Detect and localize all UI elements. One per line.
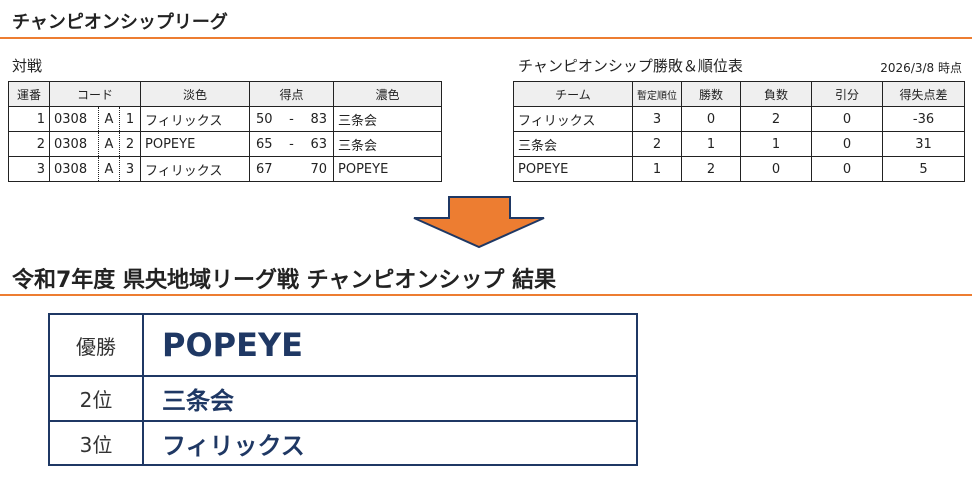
match-group: A <box>98 156 120 182</box>
table-row: 三条会 2 1 1 0 31 <box>513 131 965 157</box>
col-header: 負数 <box>740 81 812 107</box>
table-row: 2 0308 A 2 POPEYE 65-63 三条会 <box>8 131 442 157</box>
match-code: 0308 <box>49 131 99 157</box>
dark-team: POPEYE <box>333 156 442 182</box>
draws: 0 <box>811 106 883 132</box>
wins: 0 <box>681 106 741 132</box>
wins: 2 <box>681 156 741 182</box>
result-title: 令和7年度 県央地域リーグ戦 チャンピオンシップ 結果 <box>12 268 557 293</box>
dark-team: 三条会 <box>333 131 442 157</box>
match-no: 2 <box>8 131 50 157</box>
score: 50-83 <box>249 106 334 132</box>
down-arrow-icon <box>413 196 545 249</box>
col-header: 勝数 <box>681 81 741 107</box>
title-divider <box>0 37 972 39</box>
table-row: 3 0308 A 3 フィリックス 67 70 POPEYE <box>8 156 442 182</box>
col-header: 淡色 <box>140 81 250 107</box>
rank: 3 <box>632 106 682 132</box>
col-header: 暫定順位 <box>632 81 682 107</box>
matches-title: 対戦 <box>12 57 43 75</box>
point-diff: 31 <box>882 131 965 157</box>
col-header: 得失点差 <box>882 81 965 107</box>
result-table: 優勝 POPEYE 2位 三条会 3位 フィリックス <box>48 313 638 466</box>
placement-label: 優勝 <box>48 313 144 377</box>
team-name: POPEYE <box>513 156 633 182</box>
match-code: 0308 <box>49 156 99 182</box>
score: 65-63 <box>249 131 334 157</box>
match-no: 1 <box>8 106 50 132</box>
champion-team: POPEYE <box>142 313 638 377</box>
rank: 1 <box>632 156 682 182</box>
point-diff: -36 <box>882 106 965 132</box>
match-seq: 3 <box>119 156 141 182</box>
dark-team: 三条会 <box>333 106 442 132</box>
rank: 2 <box>632 131 682 157</box>
page-title: チャンピオンシップリーグ <box>12 12 228 33</box>
score-sep: - <box>289 111 294 127</box>
placement-label: 3位 <box>48 420 144 466</box>
score: 67 70 <box>249 156 334 182</box>
col-header: 濃色 <box>333 81 442 107</box>
score-b: 83 <box>310 111 327 127</box>
col-header: コード <box>49 81 141 107</box>
standings-table: チーム 暫定順位 勝数 負数 引分 得失点差 フィリックス 3 0 2 0 -3… <box>513 81 965 182</box>
col-header: 運番 <box>8 81 50 107</box>
losses: 1 <box>740 131 812 157</box>
losses: 0 <box>740 156 812 182</box>
second-team: 三条会 <box>142 375 638 422</box>
team-name: 三条会 <box>513 131 633 157</box>
match-group: A <box>98 131 120 157</box>
score-a: 50 <box>256 111 273 127</box>
light-team: POPEYE <box>140 131 250 157</box>
matches-table: 運番 コード 淡色 得点 濃色 1 0308 A 1 フィリックス 50-83 … <box>8 81 442 182</box>
col-header: 得点 <box>249 81 334 107</box>
light-team: フィリックス <box>140 106 250 132</box>
match-seq: 2 <box>119 131 141 157</box>
table-row: 1 0308 A 1 フィリックス 50-83 三条会 <box>8 106 442 132</box>
table-row: フィリックス 3 0 2 0 -36 <box>513 106 965 132</box>
result-divider <box>0 294 972 296</box>
score-sep: - <box>289 136 294 152</box>
score-a: 67 <box>256 161 273 177</box>
match-code: 0308 <box>49 106 99 132</box>
col-header: チーム <box>513 81 633 107</box>
losses: 2 <box>740 106 812 132</box>
col-header: 引分 <box>811 81 883 107</box>
match-seq: 1 <box>119 106 141 132</box>
team-name: フィリックス <box>513 106 633 132</box>
placement-label: 2位 <box>48 375 144 422</box>
score-a: 65 <box>256 136 273 152</box>
result-row: 2位 三条会 <box>48 375 638 422</box>
third-team: フィリックス <box>142 420 638 466</box>
draws: 0 <box>811 131 883 157</box>
wins: 1 <box>681 131 741 157</box>
match-group: A <box>98 106 120 132</box>
result-row: 3位 フィリックス <box>48 420 638 466</box>
draws: 0 <box>811 156 883 182</box>
match-no: 3 <box>8 156 50 182</box>
light-team: フィリックス <box>140 156 250 182</box>
as-of-date: 2026/3/8 時点 <box>880 61 962 75</box>
result-row: 優勝 POPEYE <box>48 313 638 377</box>
table-row: POPEYE 1 2 0 0 5 <box>513 156 965 182</box>
score-b: 70 <box>310 161 327 177</box>
standings-title: チャンピオンシップ勝敗＆順位表 <box>518 57 743 75</box>
point-diff: 5 <box>882 156 965 182</box>
score-b: 63 <box>310 136 327 152</box>
